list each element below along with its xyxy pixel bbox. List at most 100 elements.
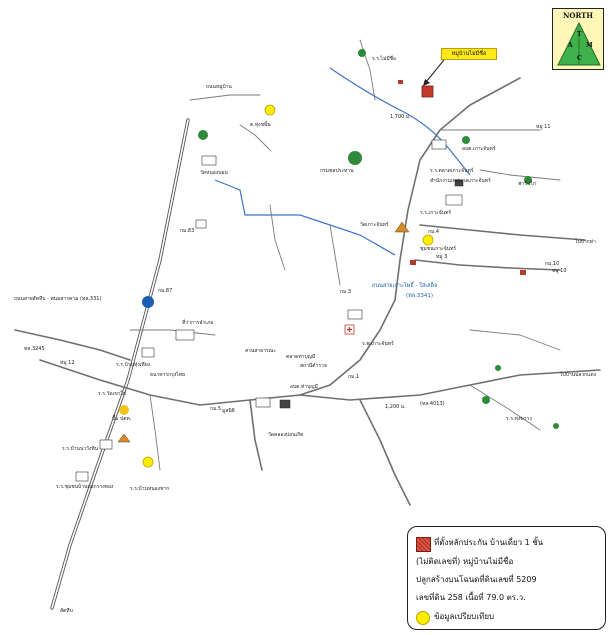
comparable-marker — [142, 456, 154, 468]
compass-letter: C — [577, 55, 582, 62]
tree-icon — [524, 176, 532, 184]
hospital-cross-icon — [347, 327, 352, 332]
place-label: ตลาดท่าบุญมี — [286, 353, 315, 360]
compass-letter: T — [577, 31, 582, 38]
legend-text-line: (ไม่ติดเลขที่) หมู่บ้านไม่มีชื่อ — [416, 557, 514, 566]
place-label: หมู่ 11 — [536, 124, 551, 130]
subject-property-marker — [421, 85, 434, 98]
legend-text-line: เลขที่ดิน 258 เนื้อที่ 79.0 ตร.ว. — [416, 593, 526, 602]
place-label: ร.ร.ตลาดเกาะจันทร์ — [430, 167, 474, 174]
building-icon — [279, 399, 291, 409]
building-icon — [141, 347, 155, 358]
place-label: กม.1 — [348, 374, 359, 380]
compass-arrow-icon — [557, 21, 601, 66]
local-road-4 — [189, 94, 261, 101]
local-road-9 — [149, 394, 161, 471]
road-4013 — [299, 369, 601, 401]
place-label: ปั๊ม ปตท. — [112, 414, 132, 422]
place-label: ร.พ.เกาะจันทร์ — [362, 340, 394, 347]
place-label: ร.ร.บ้านทุ่งเหียง — [116, 361, 151, 368]
highway-331-center — [51, 119, 189, 609]
place-label: สวนสาธารณะ — [245, 348, 276, 354]
local-road-1 — [269, 204, 286, 271]
place-label: ร.ร.เกาะจันทร์ — [420, 209, 451, 216]
road-4013-label: (ทล.4013) — [420, 401, 445, 407]
place-label: สถานีตำรวจ — [300, 362, 327, 369]
place-label: ร.ร.ทุ่งขวาง — [506, 416, 532, 422]
comparable-legend-icon — [416, 611, 430, 625]
road-331-label: ถนนสายสัตหีบ - พนมสารคาม (ทล.331) — [14, 295, 101, 302]
local-road-7 — [479, 169, 561, 181]
tree-icon — [462, 136, 470, 144]
building-icon — [99, 439, 113, 450]
place-label: วัดเกาะจันทร์ — [360, 221, 389, 228]
place-label: อบต.ท่าบุญมี — [290, 383, 318, 390]
place-label: ร.ร.ชุมชนบ้านบ่อกวางทอง — [56, 483, 114, 490]
subject-property-tag: หมู่บ้านไม่มีชื่อ — [441, 48, 497, 60]
place-label: มูลนิธิ — [222, 407, 235, 414]
road-3341-label: ถนนสายเกาะโพธิ์ - ใส่เสด็จ — [372, 281, 437, 289]
building-icon — [454, 179, 464, 187]
place-label: วัดคลองบ่อนเกิด — [268, 431, 304, 438]
compass-letter: M — [586, 42, 593, 49]
road-to-target — [394, 77, 521, 301]
distance-label-1: 1,700 ม. — [390, 114, 411, 120]
place-label: หมู่ 3 — [436, 254, 447, 260]
place-label: ต.ทุ่งขมิ้น — [250, 119, 271, 128]
place-label: หมู่ 12 — [60, 360, 75, 366]
road-south-east — [359, 399, 411, 506]
place-label: ธนาคารกรุงไทย — [150, 371, 185, 378]
building-icon — [347, 309, 363, 320]
local-road-8 — [129, 329, 216, 336]
gas-station-icon — [119, 405, 129, 415]
road-3245 — [14, 329, 131, 361]
place-label: ร.ร.ไม่มีชื่อ — [372, 55, 396, 62]
local-road-3 — [239, 124, 271, 151]
place-label: สำนักงานเทศบาลเกาะจันทร์ — [430, 177, 491, 184]
place-label: ถนนหมู่บ้าน — [206, 83, 232, 90]
road-south — [249, 399, 263, 471]
local-road-11 — [469, 384, 541, 431]
local-road-10 — [469, 329, 561, 351]
compass-letter: A — [568, 42, 573, 49]
house-icon — [520, 270, 526, 275]
tree-icon — [495, 365, 501, 371]
legend-text-line: ปลูกสร้างบนโฉนดที่ดินเลขที่ 5209 — [416, 575, 537, 584]
tree-icon — [482, 396, 490, 404]
tree-icon — [348, 151, 362, 165]
distance-label-2: 1,200 ม. — [385, 404, 406, 410]
house-icon — [398, 80, 403, 84]
place-label: กม.87 — [158, 288, 172, 294]
road-3341-code-label: (ทล.3341) — [406, 293, 433, 299]
place-label: ร.ร.บ้านหนองชาก — [130, 485, 169, 492]
temple-icon — [117, 433, 131, 443]
place-label: ที่ว่าการอำเภอ — [182, 319, 213, 326]
building-icon — [75, 471, 89, 482]
river — [329, 67, 471, 176]
place-label: กม.5 — [210, 406, 221, 412]
north-label: NORTH — [562, 11, 593, 20]
legend-text-line: ที่ตั้งหลักประกัน บ้านเดี่ยว 1 ชั้น — [434, 538, 544, 547]
place-label: วัดหนองบอน — [200, 170, 228, 176]
place-label: ร.ร.วัดเขาไผ่ — [98, 390, 126, 397]
legend: ที่ตั้งหลักประกัน บ้านเดี่ยว 1 ชั้น (ไม่… — [407, 526, 606, 630]
building-icon — [175, 329, 195, 341]
temple-icon — [394, 221, 410, 233]
place-label: หมู่ 10 — [552, 268, 567, 274]
road-east-2-label: ไปบ้านปลวกแดง — [559, 371, 597, 378]
road-3341 — [39, 299, 396, 406]
building-icon — [445, 194, 463, 206]
road-10 — [414, 259, 561, 271]
canal — [214, 179, 396, 256]
comparable-marker — [264, 104, 276, 116]
place-label: อบต.เกาะจันทร์ — [462, 145, 496, 152]
north-compass: NORTH T A M C — [552, 8, 604, 70]
place-label: กม.4 — [428, 229, 439, 235]
place-label: กรมชลประทาน — [320, 168, 354, 174]
local-road-2 — [329, 224, 341, 286]
place-label: กม.10 — [545, 261, 559, 267]
tree-icon — [358, 49, 366, 57]
target-arrow-icon — [423, 59, 445, 86]
tree-icon — [198, 130, 208, 140]
building-icon — [201, 155, 217, 166]
